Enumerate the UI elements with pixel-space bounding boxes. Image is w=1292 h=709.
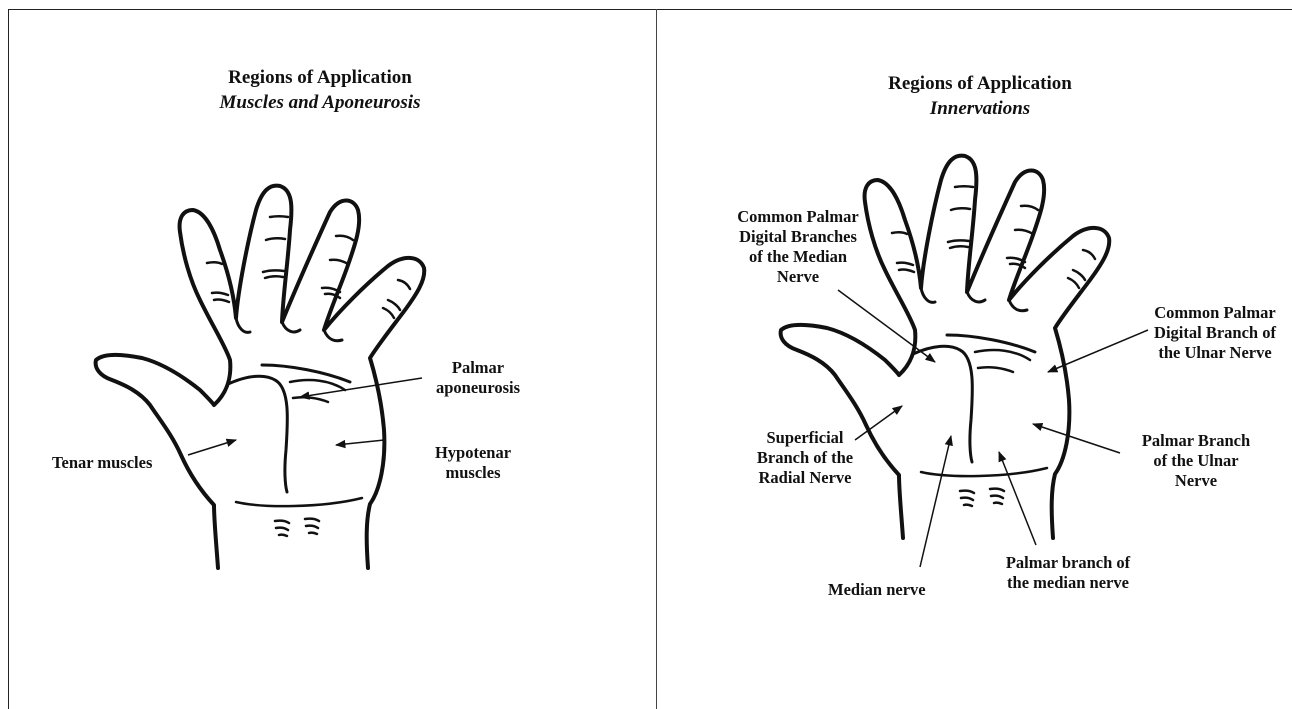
label-common-palmar-ulnar: Common Palmar Digital Branch of the Ulna…	[1140, 303, 1290, 363]
label-palmar-branch-ulnar: Palmar Branch of the Ulnar Nerve	[1126, 431, 1266, 491]
label-superficial-radial: Superficial Branch of the Radial Nerve	[735, 428, 875, 488]
arrow-hypotenar	[336, 440, 384, 445]
arrow-palmar-median	[999, 452, 1036, 545]
label-common-palmar-median: Common Palmar Digital Branches of the Me…	[708, 207, 888, 287]
arrow-median-nerve	[920, 436, 951, 567]
arrow-common-palmar-median	[838, 290, 935, 362]
label-median-nerve: Median nerve	[828, 580, 926, 600]
label-palmar-branch-median: Palmar branch of the median nerve	[978, 553, 1158, 593]
arrow-tenar	[188, 440, 236, 455]
label-hypotenar-muscles: Hypotenar muscles	[408, 443, 538, 483]
label-palmar-aponeurosis: Palmar aponeurosis	[408, 358, 548, 398]
left-hand-drawing	[96, 186, 425, 568]
arrow-palmar-ulnar	[1033, 424, 1120, 453]
label-tenar-muscles: Tenar muscles	[52, 453, 152, 473]
